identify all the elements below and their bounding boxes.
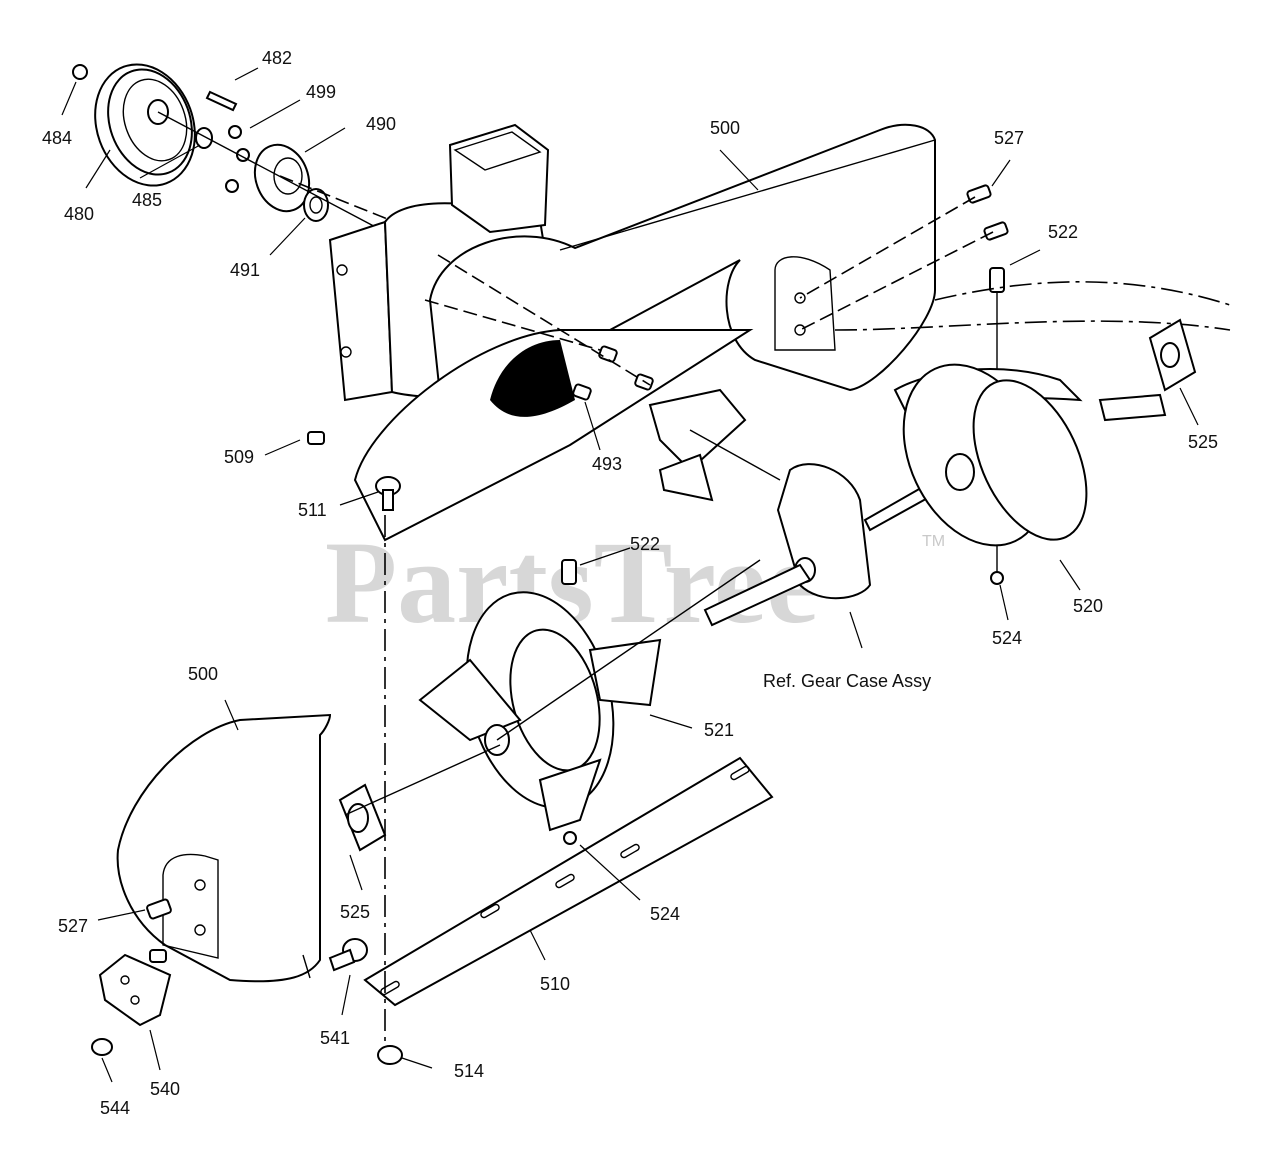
bolt-527-top — [966, 184, 1009, 241]
bearing-491 — [303, 188, 329, 222]
label-544: 544 — [100, 1098, 130, 1118]
bearing-525-right — [1148, 318, 1197, 392]
bolt-centerline-4 — [424, 299, 601, 351]
auger-path-upper — [934, 281, 1231, 306]
bolts-499 — [225, 125, 250, 193]
label-500-bottom: 500 — [188, 664, 218, 684]
label-ref-gear-case: Ref. Gear Case Assy — [763, 671, 931, 691]
bolt-centerline-1 — [799, 196, 976, 299]
label-490: 490 — [366, 114, 396, 134]
label-484: 484 — [42, 128, 72, 148]
label-525-right: 525 — [1188, 432, 1218, 452]
label-499: 499 — [306, 82, 336, 102]
impeller-assembly — [648, 388, 781, 502]
gear-case — [703, 463, 944, 627]
nut-544 — [91, 1038, 113, 1056]
label-521: 521 — [704, 720, 734, 740]
auger-521-shaft-line — [344, 744, 501, 816]
bolt-522-mid — [561, 559, 577, 585]
label-491: 491 — [230, 260, 260, 280]
bolt-509 — [307, 431, 325, 445]
scraper-bar-510 — [363, 756, 774, 1007]
label-514: 514 — [454, 1061, 484, 1081]
label-510: 510 — [540, 974, 570, 994]
leader-lines — [61, 67, 1199, 1083]
pulley-480 — [94, 63, 196, 187]
bearing-525-bottom — [338, 783, 387, 852]
nut-484 — [72, 64, 88, 80]
label-485: 485 — [132, 190, 162, 210]
bolt-centerline-2 — [799, 231, 994, 331]
label-500-top: 500 — [710, 118, 740, 138]
label-525-bottom: 525 — [340, 902, 370, 922]
label-522-top: 522 — [1048, 222, 1078, 242]
housing-500-bottom — [116, 713, 332, 983]
label-540: 540 — [150, 1079, 180, 1099]
label-524-bottom: 524 — [650, 904, 680, 924]
auger-520 — [893, 363, 1167, 585]
bearing-485 — [195, 127, 213, 149]
nut-514 — [377, 1045, 403, 1065]
carriage-bolt-541 — [328, 938, 368, 972]
label-522-mid: 522 — [630, 534, 660, 554]
label-527-top: 527 — [994, 128, 1024, 148]
label-527-bottom: 527 — [58, 916, 88, 936]
label-524-right: 524 — [992, 628, 1022, 648]
trough-opening — [490, 340, 575, 417]
key-482 — [205, 90, 238, 112]
label-541: 541 — [320, 1028, 350, 1048]
bolt-527-bottom — [146, 898, 172, 963]
label-480: 480 — [64, 204, 94, 224]
label-520: 520 — [1073, 596, 1103, 616]
label-511: 511 — [298, 500, 327, 520]
bolt-centerline-3 — [437, 254, 651, 386]
label-509: 509 — [224, 447, 254, 467]
label-493: 493 — [592, 454, 622, 474]
auger-521 — [418, 559, 761, 845]
skid-shoe-540 — [98, 953, 172, 1027]
end-plate-edge — [302, 954, 311, 979]
carriage-bolt-511 — [375, 476, 401, 511]
pulley-shaft-line — [157, 111, 386, 233]
part-labels: 482 499 490 484 480 485 491 500 527 522 … — [42, 48, 1218, 1118]
label-482: 482 — [262, 48, 292, 68]
watermark-trademark: TM — [922, 533, 945, 550]
